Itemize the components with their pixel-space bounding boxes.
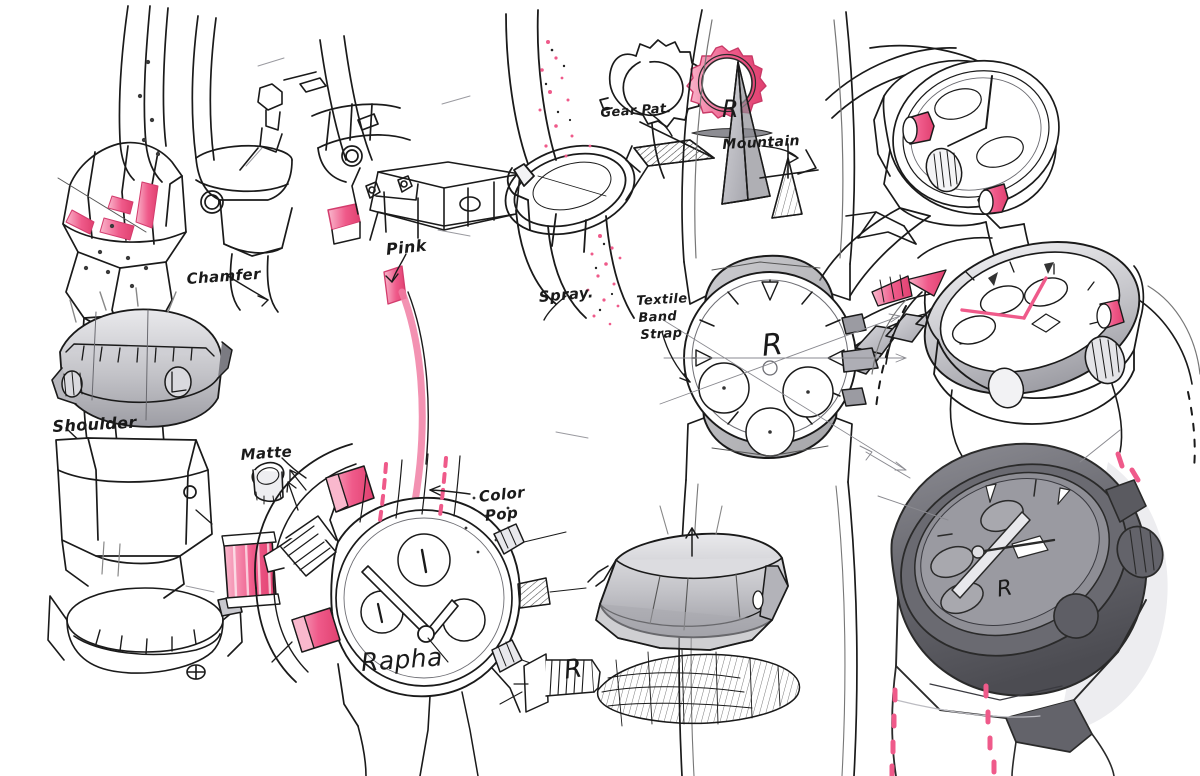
bezel-spray-study (504, 9, 636, 319)
matte-crown-cylinder (251, 461, 285, 505)
knurl-swatch-pink (195, 509, 281, 609)
speckle-dots-left (83, 59, 161, 289)
case-outline-bottom-left (55, 437, 213, 599)
pink-arrow-callout (871, 269, 947, 307)
bracelet-link-box (351, 161, 521, 241)
dark-strap-stitch-pink (889, 451, 1141, 776)
gear-logo-badge (686, 45, 773, 139)
watch-top-right-crown (925, 147, 963, 193)
chamfer-pink-accent (65, 181, 159, 241)
watch-dark-bottom-right (890, 442, 1168, 776)
rapha-strap-stitch (359, 453, 461, 523)
pink-block-accent (327, 203, 361, 245)
knurled-crown-block (263, 481, 337, 577)
watch-top-right-pink-pushers (902, 111, 1009, 215)
strap-pusher-block (311, 35, 411, 183)
case-side-crown-study (191, 15, 293, 313)
watch-mid-right (871, 236, 1200, 457)
screw-detail (499, 653, 601, 713)
case-profile-bottom (587, 505, 789, 651)
strap-stitch-right (875, 305, 1196, 469)
mountain-arrow-study (625, 61, 819, 219)
spray-speckles-dark (544, 48, 614, 312)
spray-speckles (538, 40, 622, 326)
bezel-bottom-left (47, 541, 243, 680)
strap-pusher-detail (239, 71, 327, 171)
watch-rapha-dial (254, 443, 587, 776)
construction-strokes (185, 57, 589, 593)
callout-leaders (227, 111, 691, 496)
center-construction-lines (659, 313, 907, 471)
case-chamfer-study-left (57, 5, 187, 507)
speckles-mid (464, 496, 510, 554)
dark-watch-leader-lines (859, 429, 1121, 521)
rapha-pink-pushers (271, 465, 375, 663)
shoulder-case-block (51, 287, 233, 428)
textile-mesh-swatch (596, 649, 801, 727)
